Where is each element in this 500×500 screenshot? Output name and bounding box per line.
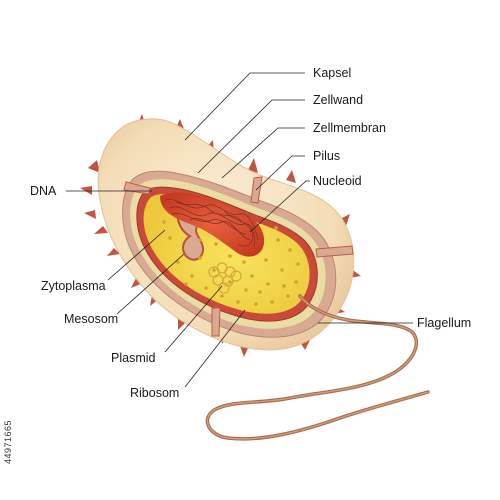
nucleoid: [160, 192, 265, 257]
label-ribosom: Ribosom: [130, 386, 180, 400]
label-dna: DNA: [30, 184, 57, 198]
label-zellmembran: Zellmembran: [313, 121, 386, 135]
label-mesosom: Mesosom: [64, 312, 119, 326]
plasmid: [208, 262, 242, 294]
label-pilus: Pilus: [313, 149, 341, 163]
label-nucleoid: Nucleoid: [313, 174, 362, 188]
label-zytoplasma: Zytoplasma: [41, 279, 106, 293]
label-kapsel: Kapsel: [313, 66, 352, 80]
leader-lines: [66, 72, 413, 388]
dna-strands: [164, 199, 259, 247]
label-zellwand: Zellwand: [313, 93, 364, 107]
pili: [123, 176, 354, 337]
ribosomes: [162, 220, 300, 306]
label-plasmid: Plasmid: [111, 351, 156, 365]
stock-image-id: 44971665: [3, 419, 13, 465]
label-flagellum: Flagellum: [417, 316, 472, 330]
